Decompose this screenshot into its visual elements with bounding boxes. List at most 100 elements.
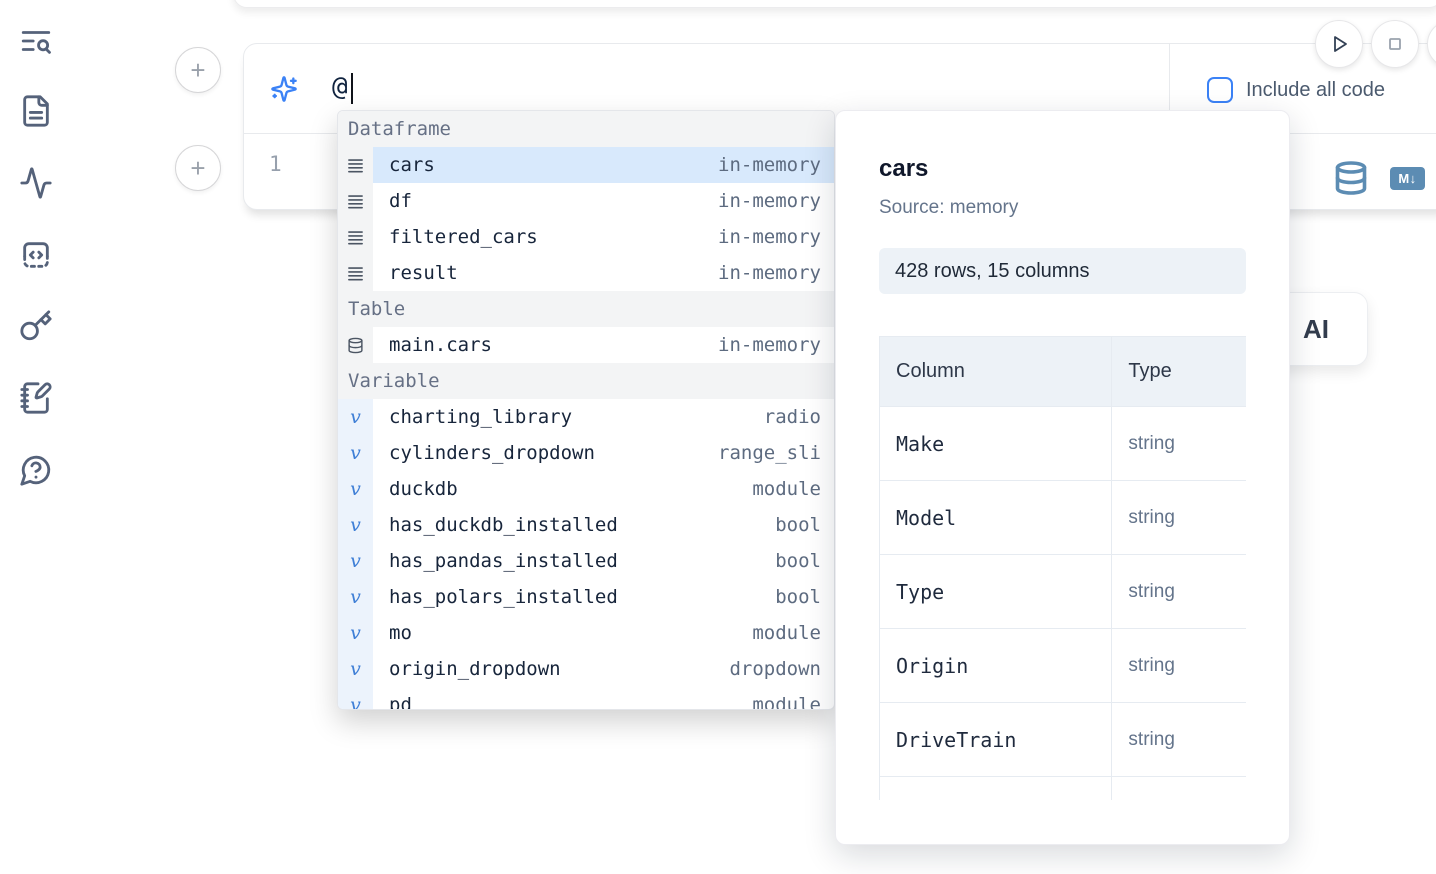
- include-all-code-control: Include all code: [1207, 77, 1385, 103]
- item-type: bool: [775, 586, 821, 608]
- include-all-code-label: Include all code: [1246, 78, 1385, 101]
- item-type: bool: [775, 550, 821, 572]
- autocomplete-item[interactable]: v cars in-memory: [338, 147, 834, 183]
- item-name: result: [389, 262, 458, 284]
- item-name: duckdb: [389, 478, 458, 500]
- rows-columns-badge: 428 rows, 15 columns: [879, 248, 1246, 294]
- item-name: has_duckdb_installed: [389, 514, 618, 536]
- item-icon-cell: v: [338, 327, 373, 363]
- item-type: radio: [763, 406, 821, 428]
- autocomplete-item[interactable]: v has_duckdb_installed bool: [338, 507, 834, 543]
- schema-row: Type string: [879, 554, 1246, 629]
- schema-row: Make string: [879, 406, 1246, 481]
- item-name: df: [389, 190, 412, 212]
- table-icon: [348, 337, 363, 353]
- add-cell-button-bottom[interactable]: +: [175, 145, 221, 191]
- autocomplete-item[interactable]: v has_polars_installed bool: [338, 579, 834, 615]
- autocomplete-item[interactable]: v charting_library radio: [338, 399, 834, 435]
- item-icon-cell: v: [338, 399, 373, 435]
- code-cell-icon[interactable]: [19, 238, 53, 272]
- line-number: 1: [269, 152, 282, 176]
- previous-cell-edge: [233, 0, 1436, 8]
- item-icon-cell: v: [338, 687, 373, 710]
- rows-icon: [348, 266, 363, 280]
- toc-search-icon[interactable]: [19, 24, 53, 58]
- schema-table-wrap: Column Type Make string Model string Typ…: [879, 336, 1246, 800]
- item-name: cylinders_dropdown: [389, 442, 595, 464]
- autocomplete-item[interactable]: v origin_dropdown dropdown: [338, 651, 834, 687]
- dataframe-preview-popup: cars Source: memory 428 rows, 15 columns…: [835, 110, 1290, 845]
- help-icon[interactable]: [19, 453, 53, 487]
- item-name: filtered_cars: [389, 226, 538, 248]
- add-cell-button-top[interactable]: +: [175, 47, 221, 93]
- text-cursor: [351, 73, 353, 104]
- schema-table: Column Type Make string Model string Typ…: [879, 336, 1246, 800]
- rows-icon: [348, 194, 363, 208]
- autocomplete-item[interactable]: v duckdb module: [338, 471, 834, 507]
- item-icon-cell: v: [338, 147, 373, 183]
- sparkles-icon: [270, 75, 298, 103]
- autocomplete-dropdown[interactable]: Dataframe v cars in-memory v df in-memor…: [337, 110, 835, 710]
- schema-row: Model string: [879, 480, 1246, 555]
- autocomplete-item[interactable]: v mo module: [338, 615, 834, 651]
- item-type: in-memory: [718, 190, 821, 212]
- item-type: module: [752, 478, 821, 500]
- variable-icon: v: [350, 693, 361, 710]
- autocomplete-item[interactable]: v filtered_cars in-memory: [338, 219, 834, 255]
- database-icon[interactable]: [1333, 160, 1369, 196]
- markdown-icon[interactable]: M↓: [1390, 167, 1425, 190]
- variable-icon: v: [350, 621, 361, 644]
- item-type: in-memory: [718, 154, 821, 176]
- code-editor-row[interactable]: 1 M↓: [244, 134, 1436, 211]
- stop-icon: [1389, 38, 1401, 50]
- stop-cell-button[interactable]: [1371, 20, 1419, 68]
- variable-icon: v: [350, 405, 361, 428]
- item-name: has_polars_installed: [389, 586, 618, 608]
- item-icon-cell: v: [338, 507, 373, 543]
- item-name: origin_dropdown: [389, 658, 561, 680]
- autocomplete-list: Dataframe v cars in-memory v df in-memor…: [338, 111, 834, 710]
- schema-row: DriveTrain string: [879, 702, 1246, 777]
- run-cell-button[interactable]: [1315, 20, 1363, 68]
- scratchpad-icon[interactable]: [19, 381, 53, 415]
- variable-icon: v: [350, 657, 361, 680]
- item-type: in-memory: [718, 334, 821, 356]
- activity-icon[interactable]: [19, 166, 53, 200]
- autocomplete-item[interactable]: v main.cars in-memory: [338, 327, 834, 363]
- ai-prompt-input[interactable]: @: [332, 72, 348, 102]
- item-type: in-memory: [718, 226, 821, 248]
- rows-icon: [348, 158, 363, 172]
- autocomplete-item[interactable]: v result in-memory: [338, 255, 834, 291]
- schema-header-type: Type: [1111, 336, 1246, 407]
- item-icon-cell: v: [338, 615, 373, 651]
- autocomplete-item[interactable]: v df in-memory: [338, 183, 834, 219]
- item-icon-cell: v: [338, 543, 373, 579]
- autocomplete-item[interactable]: v pd module: [338, 687, 834, 710]
- autocomplete-section-header: Dataframe: [338, 111, 834, 147]
- rows-icon: [348, 230, 363, 244]
- item-type: dropdown: [729, 658, 821, 680]
- item-icon-cell: v: [338, 471, 373, 507]
- variable-icon: v: [350, 477, 361, 500]
- play-icon: [1334, 36, 1347, 52]
- key-icon[interactable]: [19, 309, 53, 343]
- item-icon-cell: v: [338, 219, 373, 255]
- item-type: range_sli: [718, 442, 821, 464]
- item-type: bool: [775, 514, 821, 536]
- item-name: has_pandas_installed: [389, 550, 618, 572]
- ai-button-label: AI: [1303, 314, 1329, 344]
- autocomplete-item[interactable]: v has_pandas_installed bool: [338, 543, 834, 579]
- include-all-code-checkbox[interactable]: [1207, 77, 1233, 103]
- item-name: pd: [389, 694, 412, 710]
- autocomplete-item[interactable]: v cylinders_dropdown range_sli: [338, 435, 834, 471]
- popup-title: cars: [879, 155, 929, 182]
- item-type: module: [752, 622, 821, 644]
- document-icon[interactable]: [19, 94, 53, 128]
- item-icon-cell: v: [338, 579, 373, 615]
- autocomplete-section-header: Variable: [338, 363, 834, 399]
- item-icon-cell: v: [338, 255, 373, 291]
- item-name: mo: [389, 622, 412, 644]
- item-type: module: [752, 694, 821, 710]
- schema-row: Origin string: [879, 628, 1246, 703]
